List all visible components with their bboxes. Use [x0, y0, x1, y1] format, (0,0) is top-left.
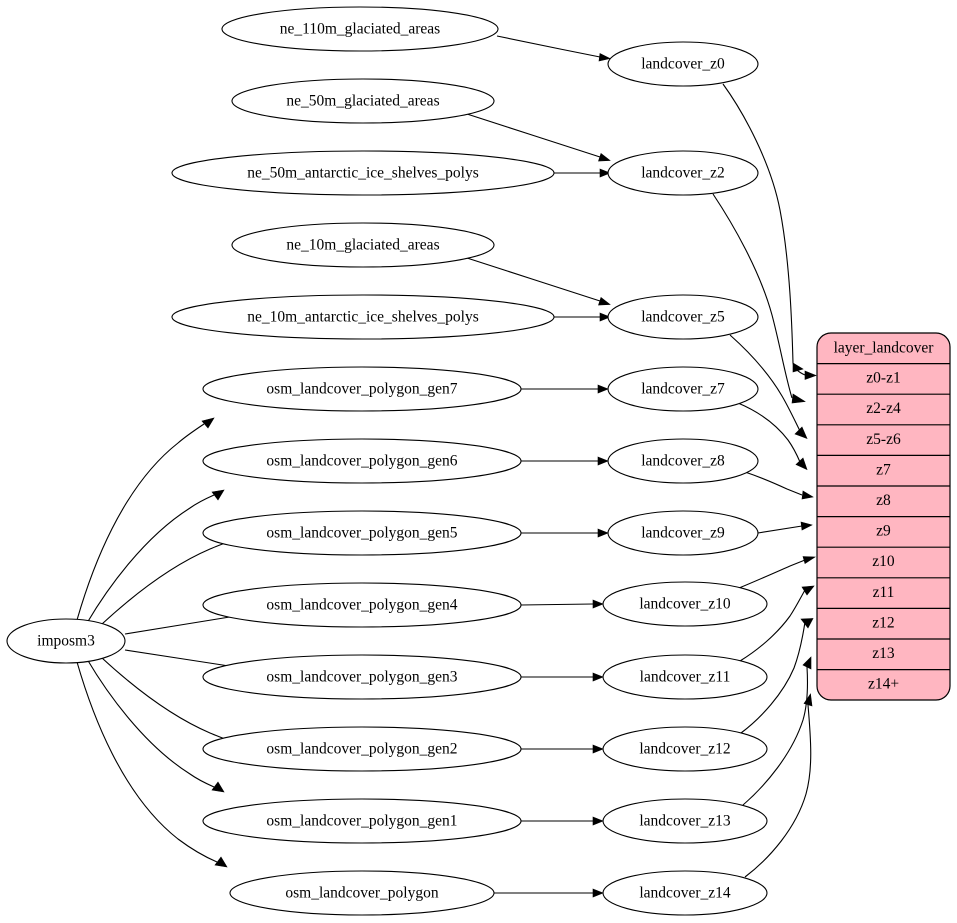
edge-z12-to-row-z12	[740, 618, 814, 734]
edge-imposm3-to-polygon	[76, 661, 228, 868]
edge-z2-to-row-z2z4	[712, 193, 806, 404]
edge-imposm3-to-gen6	[86, 489, 225, 624]
source-nodes-layer: imposm3 ne_110m_glaciated_areas ne_50m_g…	[6, 6, 555, 916]
edge-gen6-to-z8	[521, 456, 609, 466]
node-imposm3[interactable]: imposm3	[6, 618, 126, 664]
edge-z14-to-row-z14plus	[744, 693, 813, 878]
layer-nodes-layer: landcover_z0 landcover_z2 landcover_z5 l…	[602, 41, 768, 916]
node-landcover-z8[interactable]: landcover_z8	[607, 438, 759, 484]
edge-z9-to-row-z9	[757, 521, 813, 534]
node-osm-landcover-polygon-gen5[interactable]: osm_landcover_polygon_gen5	[202, 510, 522, 556]
node-osm-landcover-polygon[interactable]: osm_landcover_polygon	[229, 870, 495, 916]
node-ne-50m-glaciated-areas[interactable]: ne_50m_glaciated_areas	[231, 78, 495, 124]
edge-ne50mglac-to-z2	[466, 113, 611, 162]
edge-ne10mglac-to-z5	[466, 257, 611, 306]
node-landcover-z5[interactable]: landcover_z5	[607, 294, 759, 340]
node-osm-landcover-polygon-gen7[interactable]: osm_landcover_polygon_gen7	[202, 366, 522, 412]
node-ne-10m-antarctic-ice-shelves-polys[interactable]: ne_10m_antarctic_ice_shelves_polys	[171, 294, 555, 340]
edge-gen1-to-z13	[521, 816, 604, 826]
edge-polygon-to-z14	[494, 888, 604, 898]
edge-z13-to-row-z13	[742, 656, 812, 806]
node-ne-10m-glaciated-areas[interactable]: ne_10m_glaciated_areas	[231, 222, 495, 268]
edge-gen5-to-z9	[521, 528, 609, 538]
node-landcover-z14[interactable]: landcover_z14	[602, 870, 768, 916]
node-landcover-z2[interactable]: landcover_z2	[607, 150, 759, 196]
edge-ne110m-to-z0	[496, 35, 611, 62]
edge-z10-to-row-z10	[738, 556, 816, 589]
node-landcover-z11[interactable]: landcover_z11	[602, 654, 768, 700]
node-ne-110m-glaciated-areas[interactable]: ne_110m_glaciated_areas	[221, 6, 499, 52]
node-ne-50m-antarctic-ice-shelves-polys[interactable]: ne_50m_antarctic_ice_shelves_polys	[171, 150, 555, 196]
edge-imposm3-to-gen7	[76, 417, 215, 621]
edge-ne50mice-to-z2	[554, 168, 611, 178]
edge-z11-to-row-z11	[739, 585, 815, 662]
edge-imposm3-to-gen1	[86, 658, 225, 793]
node-osm-landcover-polygon-gen1[interactable]: osm_landcover_polygon_gen1	[202, 798, 522, 844]
node-landcover-z12[interactable]: landcover_z12	[602, 726, 768, 772]
edge-z7-to-row-z7	[737, 402, 808, 471]
edge-z8-to-row-z8	[744, 471, 814, 500]
layer-landcover-table[interactable]: layer_landcover z0-z1 z2-z4 z5-z6 z7 z8 …	[816, 332, 951, 701]
edge-gen2-to-z12	[521, 744, 604, 754]
node-landcover-z7[interactable]: landcover_z7	[607, 366, 759, 412]
node-osm-landcover-polygon-gen3[interactable]: osm_landcover_polygon_gen3	[202, 654, 522, 700]
node-osm-landcover-polygon-gen6[interactable]: osm_landcover_polygon_gen6	[202, 438, 522, 484]
edge-z5-to-row-z5z6	[729, 334, 808, 440]
node-landcover-z0[interactable]: landcover_z0	[607, 41, 759, 87]
edge-gen7-to-z7	[521, 384, 609, 394]
node-osm-landcover-polygon-gen4[interactable]: osm_landcover_polygon_gen4	[202, 582, 522, 628]
node-landcover-z9[interactable]: landcover_z9	[607, 510, 759, 556]
edge-gen3-to-z11	[521, 672, 604, 682]
edge-z0-to-row-z0z1	[722, 83, 817, 380]
node-landcover-z13[interactable]: landcover_z13	[602, 798, 768, 844]
node-landcover-z10[interactable]: landcover_z10	[602, 581, 768, 627]
edge-ne10mice-to-z5	[554, 312, 611, 322]
edge-gen4-to-z10	[520, 599, 604, 609]
node-osm-landcover-polygon-gen2[interactable]: osm_landcover_polygon_gen2	[202, 726, 522, 772]
